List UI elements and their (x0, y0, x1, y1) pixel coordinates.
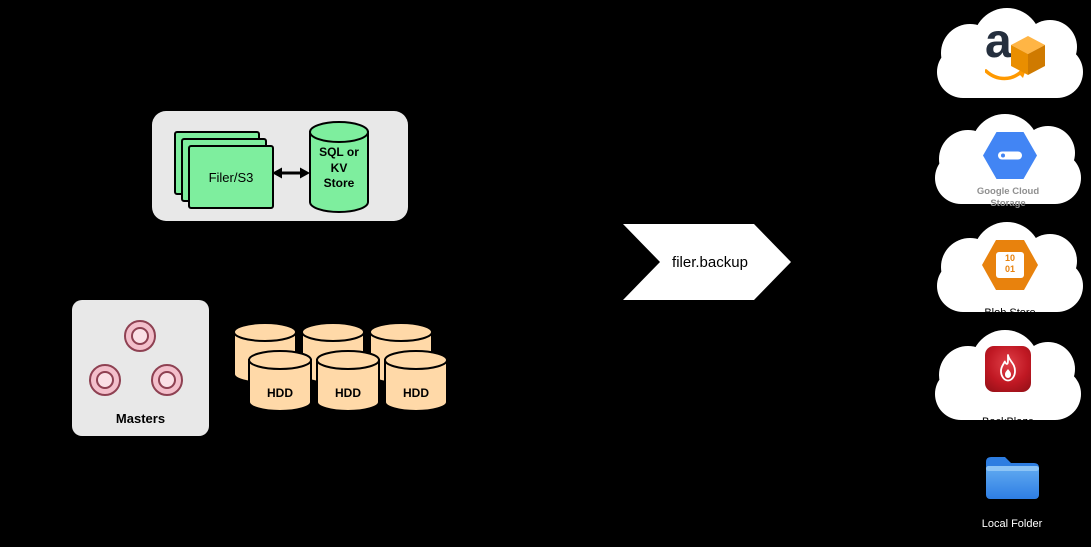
volume-cylinder: HDD (247, 350, 313, 412)
google-cloud-storage-label: Google Cloud Storage (976, 186, 1040, 209)
cylinder-icon (248, 350, 312, 412)
backblaze-icon (985, 346, 1031, 392)
blob-binary-glyph: 10 01 (1004, 253, 1015, 275)
volume-label: HDD (267, 386, 293, 400)
volume-label: HDD (335, 386, 361, 400)
filer-stack-front (188, 145, 274, 209)
blob-store-label: Blob Store (984, 307, 1036, 319)
master-node-core-icon (96, 371, 114, 389)
chevron-arrow-icon (623, 224, 791, 300)
google-cloud-storage-icon (983, 132, 1037, 179)
cloud-backblaze: BackBlaze (933, 328, 1083, 428)
hexagon-icon (982, 240, 1038, 290)
cylinder-icon (309, 121, 369, 213)
cylinder-icon (316, 350, 380, 412)
local-folder-icon (986, 457, 1039, 499)
amazon-a-glyph: a (985, 15, 1012, 68)
master-node-core-icon (158, 371, 176, 389)
backblaze-label: BackBlaze (982, 416, 1034, 428)
cloud-blob-store: 10 01 Blob Store (935, 220, 1085, 320)
filer-stack: Filer/S3 (174, 131, 274, 209)
bidirectional-arrow-icon (272, 167, 310, 179)
master-node-icon (89, 364, 121, 396)
amazon-s3-icon (1011, 36, 1045, 75)
flame-icon (1000, 354, 1016, 382)
master-node-core-icon (131, 327, 149, 345)
cloud-google-cloud-storage: Google Cloud Storage (933, 112, 1083, 212)
masters-label: Masters (115, 411, 166, 426)
volume-cylinder: HDD (315, 350, 381, 412)
cylinder-icon (384, 350, 448, 412)
master-node-icon (124, 320, 156, 352)
cloud-amazon-s3: a (935, 6, 1085, 106)
filer-stack-label: Filer/S3 (208, 169, 254, 185)
kv-store-label: SQL or KV Store (319, 145, 359, 191)
cloud-base (937, 46, 1083, 98)
blob-store-icon: 10 01 (982, 240, 1038, 290)
masters-group: Masters (72, 300, 209, 436)
volume-label: HDD (403, 386, 429, 400)
volume-cylinder: HDD (383, 350, 449, 412)
filer-backup-label: filer.backup (672, 253, 748, 271)
filer-cluster-group: Filer/S3 SQL or KV Store (152, 111, 408, 221)
master-node-icon (151, 364, 183, 396)
kv-store-cylinder: SQL or KV Store (308, 121, 370, 213)
filer-backup-arrow: filer.backup (623, 224, 791, 300)
local-folder-label: Local Folder (981, 518, 1043, 530)
